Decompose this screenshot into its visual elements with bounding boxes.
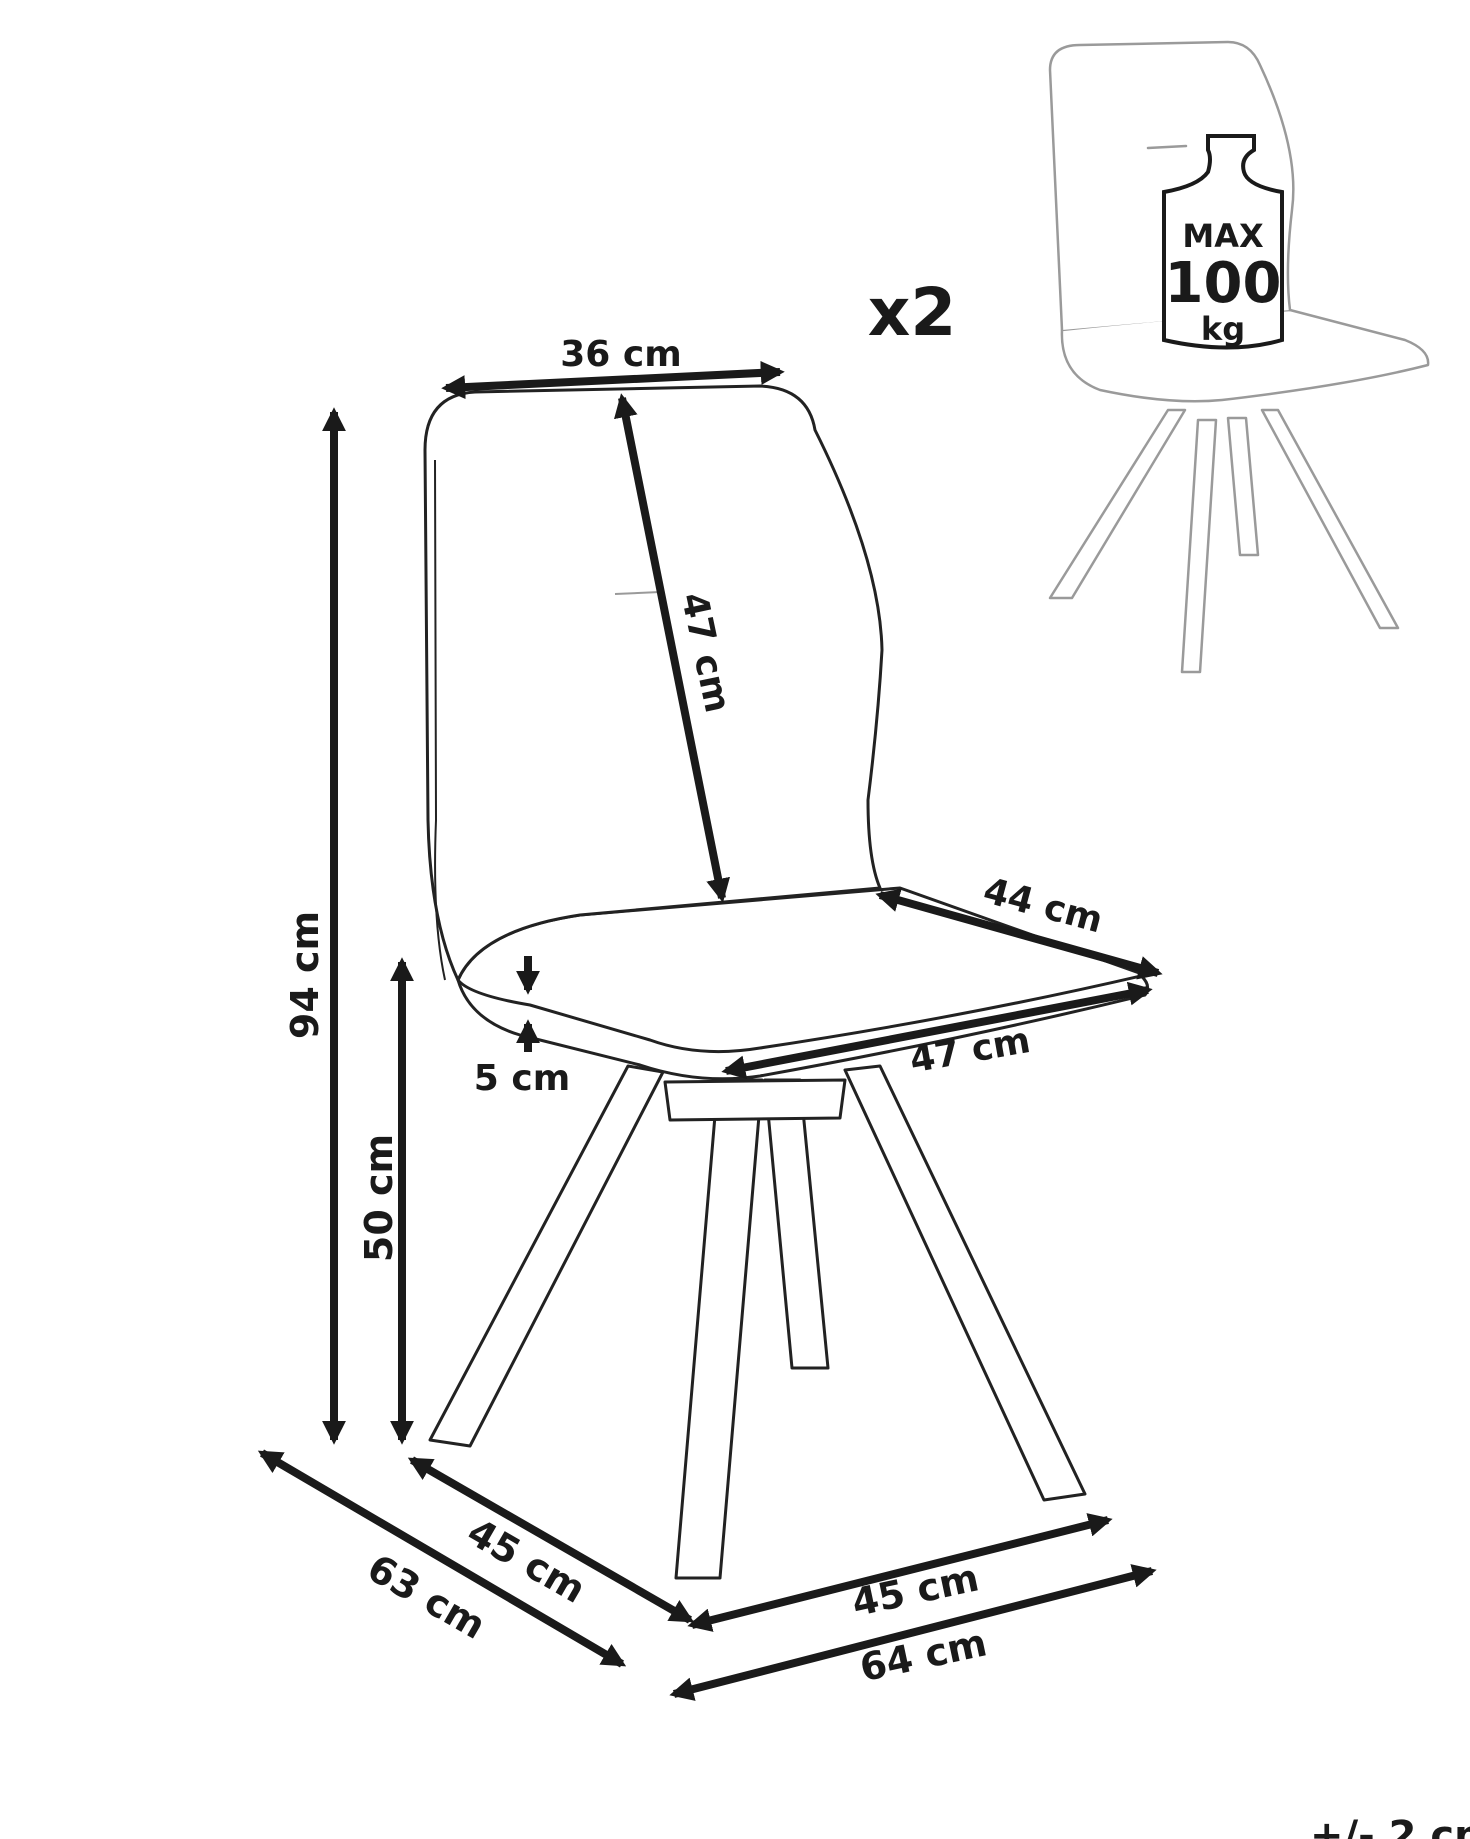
seat-width-arrow (721, 981, 1153, 1080)
main-chair-illustration (423, 384, 1150, 1580)
back-width-label: 36 cm (560, 334, 681, 375)
back-width-arrow (441, 360, 785, 400)
total-height-label: 94 cm (283, 911, 327, 1039)
back-height-arrow (613, 393, 731, 903)
overall-depth-label: 63 cm (360, 1546, 493, 1648)
quantity-label: x2 (868, 274, 957, 351)
seat-height-label: 50 cm (357, 1134, 401, 1262)
tolerance-note: +/- 2 cm (1310, 1813, 1470, 1839)
overall-depth-arrow (257, 1449, 627, 1668)
overall-width-arrow (669, 1564, 1157, 1701)
badge-unit-label: kg (1201, 310, 1245, 348)
max-weight-badge: MAX 100 kg (1162, 134, 1284, 350)
badge-weight-value: 100 (1165, 251, 1282, 316)
seat-depth-arrow (875, 888, 1163, 980)
badge-max-label: MAX (1182, 217, 1264, 255)
seat-thickness-label: 5 cm (474, 1058, 570, 1099)
